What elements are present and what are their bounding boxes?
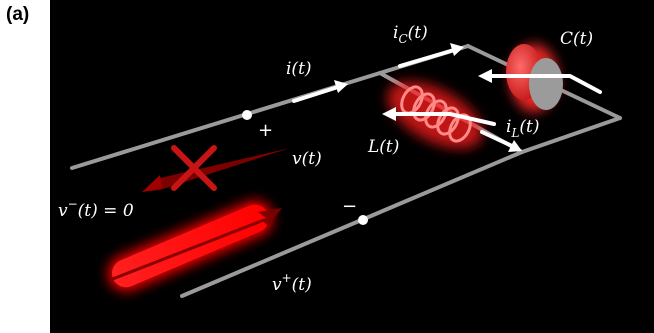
arrow-ind-lower-head [508,140,522,152]
label-vminus: v−(t) = 0 [58,197,134,221]
arrow-ind-upper-head [382,107,396,121]
current-arrows [292,43,602,152]
incident-wave [107,200,282,292]
right-connector [520,116,622,154]
minus-sign: − [342,196,357,217]
cross-mark [171,145,217,191]
arrow-ic-head [450,43,464,56]
node-top [242,110,252,120]
arrow-cap-return [488,74,602,94]
arrow-ic [398,48,456,68]
panel-label: (a) [6,4,30,25]
arrow-i-head [334,80,348,93]
bottom-wire [180,150,524,298]
arrow-i [292,85,340,103]
label-i: i(t) [286,59,312,79]
circuit-diagram: i(t) iC(t) C(t) L(t) iL(t) v(t) v−(t) = … [50,0,654,333]
node-bottom [358,215,368,225]
label-il: iL(t) [506,117,540,140]
label-l: L(t) [367,137,399,157]
plus-sign: + [258,120,273,141]
incident-arrow [110,208,282,280]
label-ic: iC(t) [393,23,428,46]
label-vplus: v+(t) [272,271,312,295]
arrow-ind-upper [392,112,496,126]
label-c: C(t) [560,29,593,49]
label-v: v(t) [292,149,322,169]
arrow-ind-lower [480,130,514,148]
arrow-cap-return-head [478,69,492,83]
